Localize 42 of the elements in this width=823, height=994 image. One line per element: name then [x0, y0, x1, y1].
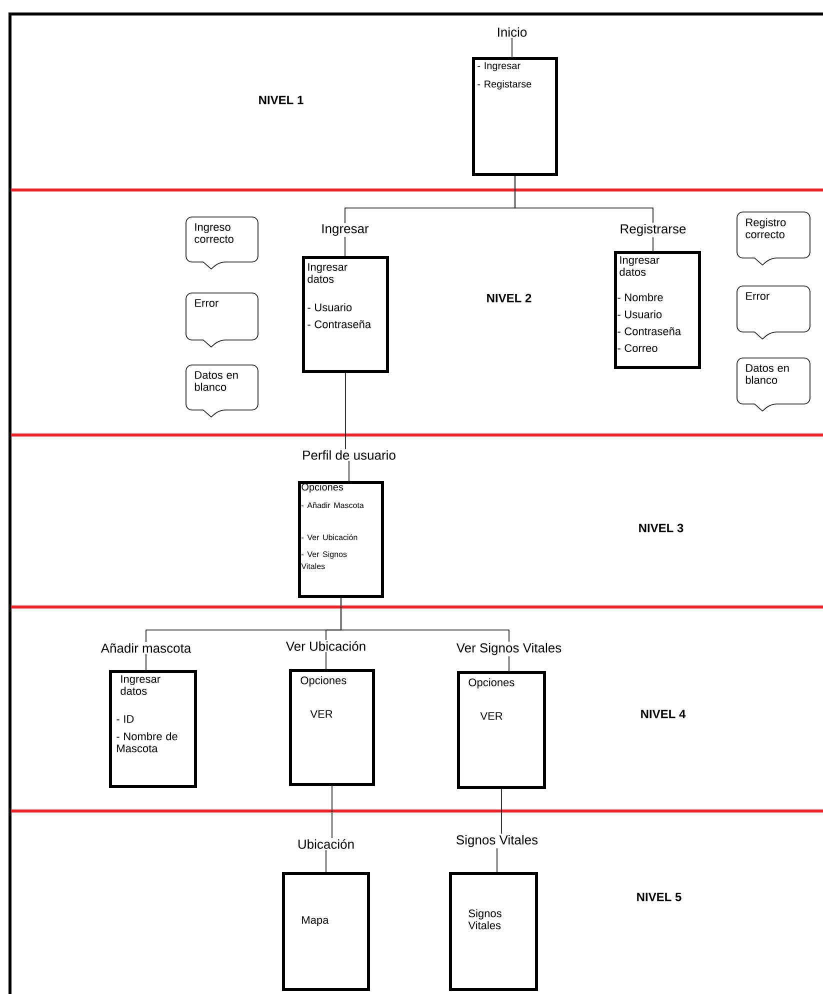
connector-line — [514, 176, 654, 224]
node-label: - Correo — [618, 344, 658, 352]
level-label: NIVEL 4 — [641, 710, 686, 718]
node-label: - Contraseña — [618, 327, 682, 336]
speech-bubble: Error — [186, 292, 258, 348]
node-label: - Usuario — [618, 310, 662, 318]
process-box: Opciones VER — [289, 669, 375, 786]
speech-bubble: Registro correcto — [736, 212, 810, 266]
speech-bubble: Datos en blanco — [186, 364, 258, 418]
level-label: NIVEL 2 — [487, 294, 532, 302]
connector-line — [345, 372, 346, 450]
level-label: NIVEL 5 — [637, 892, 682, 902]
process-box: - Ingresar - Registarse — [472, 57, 558, 176]
box-title: Registrarse — [618, 222, 688, 238]
process-box: Ingresar datos - Usuario - Contraseña — [302, 256, 389, 373]
level-label: NIVEL 3 — [639, 524, 684, 532]
process-box: Opciones VER — [457, 671, 546, 789]
speech-bubble: Datos en blanco — [736, 358, 810, 412]
node-label: - Añadir Mascota — [302, 502, 364, 508]
node-label: - Ver Ubicación — [302, 534, 358, 540]
node-label: Ingresar datos — [620, 256, 660, 276]
speech-bubble: Ingreso correcto — [186, 216, 258, 270]
connector-line — [501, 788, 502, 834]
box-title: Signos Vitales — [454, 834, 540, 848]
box-title: Añadir mascota — [100, 642, 192, 654]
node-label: Opciones — [302, 483, 344, 493]
box-title: Inicio — [496, 26, 528, 38]
node-label: - Ver Signos Vitales — [301, 551, 347, 570]
process-box: Opciones - Añadir Mascota - Ver Ubicación - Ver Signos Vitales — [298, 481, 384, 598]
level-label: NIVEL 1 — [259, 96, 304, 104]
box-title: Ubicación — [296, 838, 356, 850]
process-box: Ingresar datos - Nombre - Usuario - Contraseña - Correo — [614, 251, 701, 369]
box-title: Ver Signos Vitales — [455, 642, 563, 656]
node-label: - Nombre — [618, 293, 663, 302]
box-title: Perfil de usuario — [301, 449, 397, 461]
connector-line — [340, 598, 510, 642]
process-box: Mapa — [282, 872, 370, 992]
process-box: Signos Vitales — [449, 872, 538, 992]
box-title: Ver Ubicación — [284, 640, 368, 652]
process-box: Ingresar datos - ID - Nombre de Mascota — [109, 670, 197, 788]
speech-bubble: Error — [736, 286, 810, 340]
box-title: Ingresar — [320, 223, 370, 237]
